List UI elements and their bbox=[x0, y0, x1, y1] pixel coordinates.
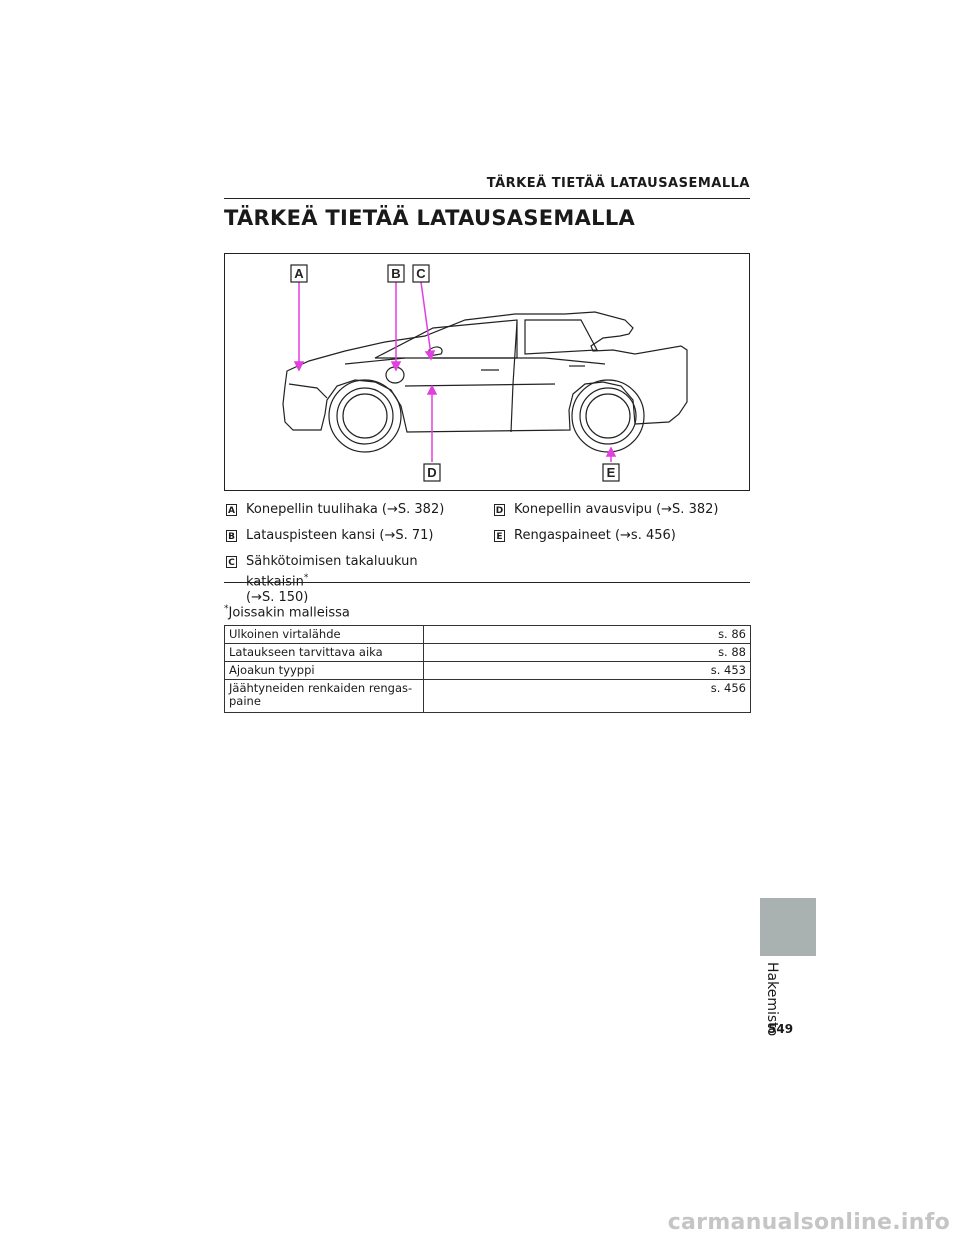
car-body-outline bbox=[282, 311, 688, 433]
legend-key-c: C bbox=[226, 556, 237, 568]
legend-text-c-ref: (→S. 150) bbox=[246, 590, 309, 606]
footnote: *Joissakin malleissa bbox=[224, 604, 350, 620]
vehicle-illustration: A B C D E bbox=[282, 264, 688, 482]
side-tab-label: Hakemisto bbox=[764, 962, 780, 1037]
table-cell-label: Ulkoinen virtalähde bbox=[224, 625, 424, 644]
legend-key-b: B bbox=[226, 530, 237, 542]
legend-key-e: E bbox=[494, 530, 505, 542]
table-cell-page: s. 456 bbox=[423, 679, 751, 713]
callout-d-label: D bbox=[427, 465, 436, 480]
legend-item-a: A Konepellin tuulihaka (→S. 382) bbox=[224, 502, 484, 518]
vehicle-figure: A B C D E bbox=[224, 253, 750, 491]
table-row: Jäähtyneiden renkaiden rengas- paine s. … bbox=[224, 679, 751, 713]
rear-wheel bbox=[571, 379, 645, 453]
side-tab bbox=[760, 898, 816, 956]
legend-text-e: Rengaspaineet (→s. 456) bbox=[514, 528, 676, 543]
legend-right-column: D Konepellin avausvipu (→S. 382) E Renga… bbox=[492, 502, 750, 554]
table-cell-label-line1: Jäähtyneiden renkaiden rengas- bbox=[229, 681, 413, 695]
page-number: 549 bbox=[768, 1022, 794, 1036]
table-row: Ulkoinen virtalähde s. 86 bbox=[224, 625, 751, 644]
reference-table: Ulkoinen virtalähde s. 86 Lataukseen tar… bbox=[224, 625, 751, 713]
legend-text-c: Sähkötoimisen takaluukun katkaisin bbox=[246, 554, 418, 590]
legend-key-d: D bbox=[494, 504, 505, 516]
legend-item-c: C Sähkötoimisen takaluukun katkaisin* (→… bbox=[224, 554, 484, 606]
legend-text-a: Konepellin tuulihaka (→S. 382) bbox=[246, 502, 445, 517]
header-rule bbox=[224, 198, 750, 199]
running-header: TÄRKEÄ TIETÄÄ LATAUSASEMALLA bbox=[486, 176, 750, 191]
table-cell-label: Jäähtyneiden renkaiden rengas- paine bbox=[224, 679, 424, 713]
callout-c-label: C bbox=[416, 266, 426, 281]
table-cell-label-line2: paine bbox=[229, 694, 261, 708]
legend-key-a: A bbox=[226, 504, 237, 516]
callout-b-label: B bbox=[391, 266, 400, 281]
legend-text-d: Konepellin avausvipu (→S. 382) bbox=[514, 502, 719, 517]
legend-left-column: A Konepellin tuulihaka (→S. 382) B Latau… bbox=[224, 502, 484, 616]
table-cell-page: s. 86 bbox=[423, 625, 751, 644]
callout-labels: A B C D E bbox=[290, 264, 620, 482]
front-wheel bbox=[328, 379, 402, 453]
table-row: Lataukseen tarvittava aika s. 88 bbox=[224, 643, 751, 662]
footnote-mark: * bbox=[224, 604, 229, 614]
callout-e-label: E bbox=[607, 465, 616, 480]
table-cell-label: Ajoakun tyyppi bbox=[224, 661, 424, 680]
table-cell-page: s. 453 bbox=[423, 661, 751, 680]
legend-item-e: E Rengaspaineet (→s. 456) bbox=[492, 528, 750, 544]
table-row: Ajoakun tyyppi s. 453 bbox=[224, 661, 751, 680]
legend-footnote-mark: * bbox=[303, 573, 309, 583]
legend-text-b: Latauspisteen kansi (→S. 71) bbox=[246, 528, 434, 543]
table-cell-label: Lataukseen tarvittava aika bbox=[224, 643, 424, 662]
page-title: TÄRKEÄ TIETÄÄ LATAUSASEMALLA bbox=[224, 206, 636, 230]
table-cell-page: s. 88 bbox=[423, 643, 751, 662]
callout-a-label: A bbox=[294, 266, 304, 281]
legend-item-d: D Konepellin avausvipu (→S. 382) bbox=[492, 502, 750, 518]
watermark: carmanualsonline.info bbox=[667, 1210, 950, 1235]
callout-arrows bbox=[293, 281, 617, 462]
legend-item-b: B Latauspisteen kansi (→S. 71) bbox=[224, 528, 484, 544]
footnote-text: Joissakin malleissa bbox=[228, 605, 350, 621]
legend-rule bbox=[224, 582, 750, 583]
